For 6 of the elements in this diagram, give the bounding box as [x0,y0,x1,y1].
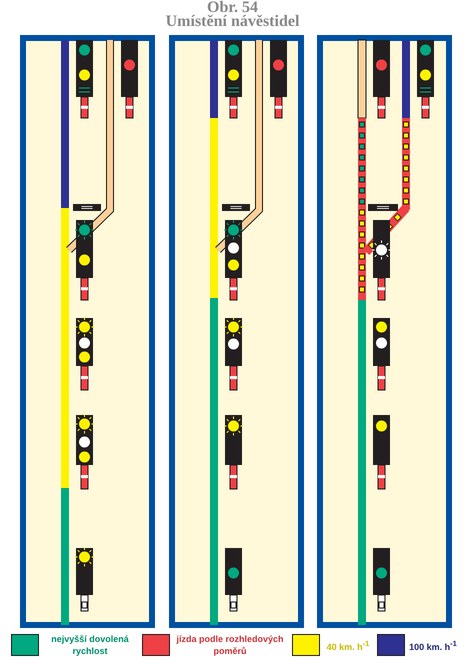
legend-label: jízda podle rozhledových poměrů [175,633,284,657]
figure-number: Obr. 54 [207,0,258,16]
legend-label: 40 km. h$^{-1}$ [326,638,370,653]
legend-label: 100 km. h$^{-1}$ [408,638,458,653]
figure-title: Umístění návěstidel [166,14,300,30]
legend-label: nejvyšší dovolená rychlost [50,633,130,657]
